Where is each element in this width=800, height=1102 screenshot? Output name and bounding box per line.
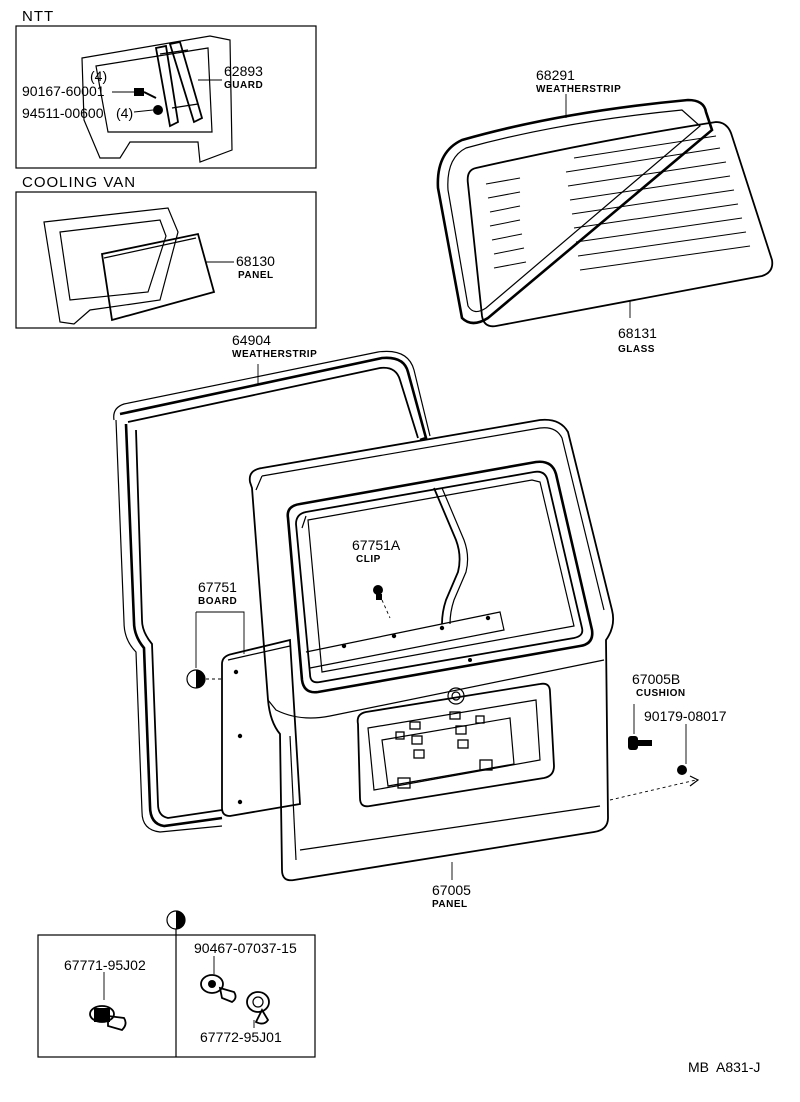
half-filled-circle-icon-detail — [166, 910, 186, 930]
part-name-panel-cv: PANEL — [238, 270, 274, 281]
part-number-clip: 67751A — [352, 537, 401, 553]
part-name-door-panel: PANEL — [432, 899, 468, 910]
part-number-board: 67751 — [198, 579, 237, 595]
part-name-weatherstrip-door: WEATHERSTRIP — [232, 349, 317, 360]
clip-group: 67751A CLIP — [352, 537, 401, 619]
glass-icon — [466, 121, 774, 328]
door-panel-icon — [248, 418, 615, 882]
screw-icon — [134, 88, 157, 99]
weatherstrip-door-icon — [119, 356, 428, 828]
part-number-bolt: 90179-08017 — [644, 708, 727, 724]
part-number-clip-b: 90467-07037-15 — [194, 940, 297, 956]
door-holes — [395, 711, 493, 789]
part-name-clip: CLIP — [356, 554, 381, 565]
glass-defogger-lines — [485, 135, 751, 271]
part-number-nut: 94511-00600 — [22, 105, 104, 121]
detail-box: 67771-95J02 90467-07037-15 67772-95J01 — [37, 910, 316, 1058]
section-title-ntt: NTT — [22, 8, 54, 25]
clip-c-icon — [246, 991, 270, 1025]
door-window-frame — [286, 460, 594, 694]
part-name-board: BOARD — [198, 596, 237, 607]
part-name-cushion: CUSHION — [636, 688, 686, 699]
part-number-weatherstrip-glass: 68291 — [536, 67, 575, 83]
section-title-cooling-van: COOLING VAN — [22, 174, 136, 191]
cooling-van-box: 68130 PANEL — [15, 191, 317, 329]
door-weatherstrip-group: 64904 WEATHERSTRIP — [113, 332, 469, 833]
diagram-reference-code: MB A831-J — [688, 1059, 760, 1075]
glass-weatherstrip-group: 68291 WEATHERSTRIP 68131 GLASS — [436, 67, 774, 355]
guard-icon — [154, 40, 204, 128]
part-name-guard: GUARD — [224, 80, 263, 91]
screw-qty: (4) — [90, 68, 107, 84]
part-number-clip-a: 67771-95J02 — [64, 957, 146, 973]
board-group: 67751 BOARD — [186, 579, 301, 817]
weatherstrip-glass-icon — [436, 98, 714, 325]
part-number-screw: 90167-60001 — [22, 83, 105, 99]
part-name-glass: GLASS — [618, 344, 655, 355]
part-name-weatherstrip-glass: WEATHERSTRIP — [536, 84, 621, 95]
clip-b-icon — [200, 974, 237, 1004]
door-panel-group: 67005 PANEL — [248, 418, 615, 910]
cushion-group: 67005B CUSHION 90179-08017 — [609, 671, 727, 801]
part-number-cushion: 67005B — [632, 671, 680, 687]
half-filled-circle-icon — [186, 669, 206, 689]
part-number-weatherstrip-door: 64904 — [232, 332, 271, 348]
ntt-box: (4) 90167-60001 94511-00600 (4) 62893 GU… — [15, 25, 317, 169]
part-number-clip-c: 67772-95J01 — [200, 1029, 282, 1045]
bolt-icon — [677, 765, 687, 775]
part-number-panel-cv: 68130 — [236, 253, 275, 269]
nut-icon — [153, 105, 163, 115]
part-number-door-panel: 67005 — [432, 882, 471, 898]
part-number-guard: 62893 — [224, 63, 263, 79]
nut-qty: (4) — [116, 105, 133, 121]
board-icon — [221, 638, 301, 817]
clip-a-icon — [89, 1005, 127, 1032]
cushion-icon — [628, 736, 652, 750]
part-number-glass: 68131 — [618, 325, 657, 341]
cooling-van-panel-icon — [100, 232, 216, 322]
clip-icon — [373, 585, 383, 600]
